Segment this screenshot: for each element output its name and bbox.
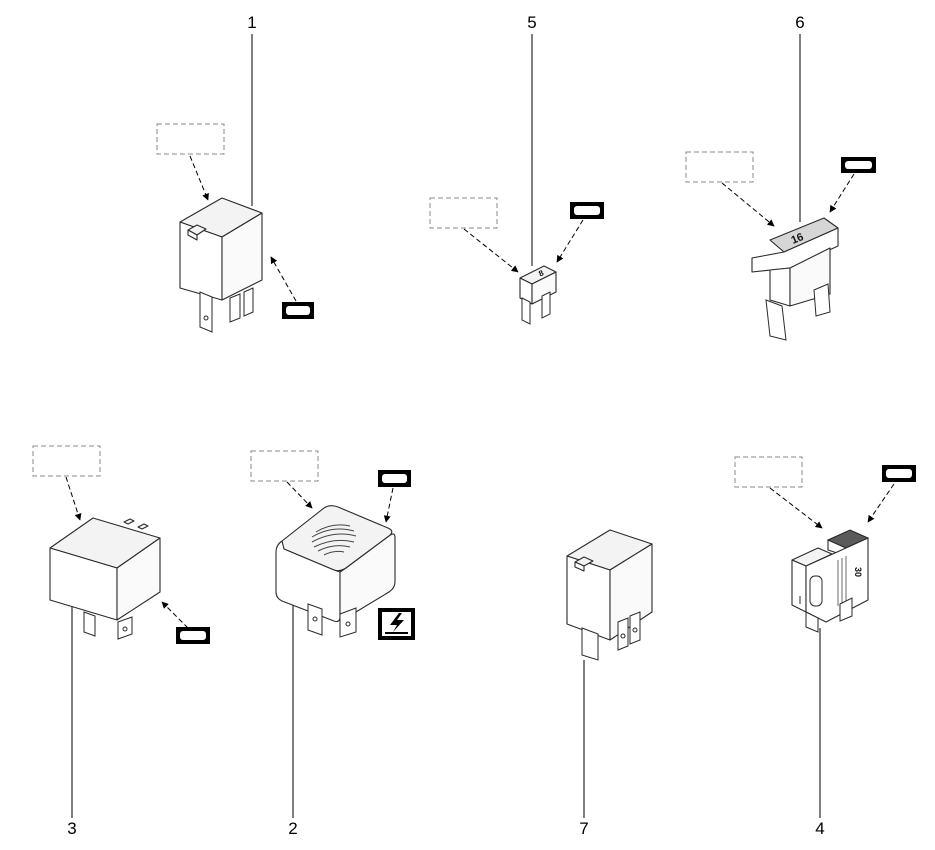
lightning-icon xyxy=(378,608,415,640)
tag-arrow-3 xyxy=(161,601,189,629)
callout-3: 3 xyxy=(67,819,76,838)
tag-arrow-5 xyxy=(556,219,584,263)
callout-7: 7 xyxy=(579,819,588,838)
callout-5: 5 xyxy=(527,13,536,32)
item-4-group: 4 30 xyxy=(734,456,916,838)
fuse-holder-4: 30 xyxy=(791,529,870,633)
fuse-rating-4: 30 xyxy=(853,567,863,577)
label-placeholder-3 xyxy=(32,445,101,477)
placeholder-arrow-6 xyxy=(721,182,775,227)
relay-2 xyxy=(275,505,396,638)
tag-arrow-4 xyxy=(867,483,895,523)
fuse-window xyxy=(809,575,823,607)
item-2-group: 2 xyxy=(250,450,415,838)
part-tag-icon xyxy=(882,465,916,482)
part-tag-icon xyxy=(841,157,876,173)
item-5-group: 5 8 xyxy=(429,13,604,325)
relay-7 xyxy=(566,529,653,661)
callout-6: 6 xyxy=(795,13,804,32)
part-tag-icon xyxy=(176,627,210,644)
maxi-fuse-6: 16 xyxy=(751,217,839,341)
placeholder-arrow-4 xyxy=(769,487,823,529)
label-placeholder-4 xyxy=(734,456,803,488)
placeholder-arrow-3 xyxy=(65,476,82,521)
part-tag-icon xyxy=(378,470,411,487)
placeholder-arrow-2 xyxy=(286,481,313,509)
placeholder-arrow-5 xyxy=(463,228,519,273)
item-7-group: 7 xyxy=(566,529,653,838)
part-tag-icon xyxy=(282,302,314,319)
relay-top-texture xyxy=(311,524,357,556)
label-placeholder-2 xyxy=(250,450,319,482)
callout-4: 4 xyxy=(815,819,824,838)
fuse-rating-5: 8 xyxy=(537,268,545,278)
label-placeholder-1 xyxy=(156,123,225,155)
item-3-group: 3 xyxy=(32,445,210,838)
mini-fuse-5: 8 xyxy=(519,265,557,325)
label-placeholder-6 xyxy=(685,151,754,183)
relay-3 xyxy=(49,517,161,640)
tag-arrow-1 xyxy=(270,256,297,302)
part-tag-icon xyxy=(570,202,604,219)
label-placeholder-5 xyxy=(429,197,498,229)
fuse-rating-6: 16 xyxy=(789,231,805,247)
placeholder-arrow-1 xyxy=(189,155,209,201)
item-6-group: 6 16 xyxy=(685,13,876,341)
callout-2: 2 xyxy=(288,819,297,838)
tag-arrow-6 xyxy=(829,173,855,213)
tag-arrow-2 xyxy=(383,487,394,523)
relay-1 xyxy=(179,197,263,333)
item-1-group: 1 xyxy=(156,13,314,333)
callout-1: 1 xyxy=(247,13,256,32)
